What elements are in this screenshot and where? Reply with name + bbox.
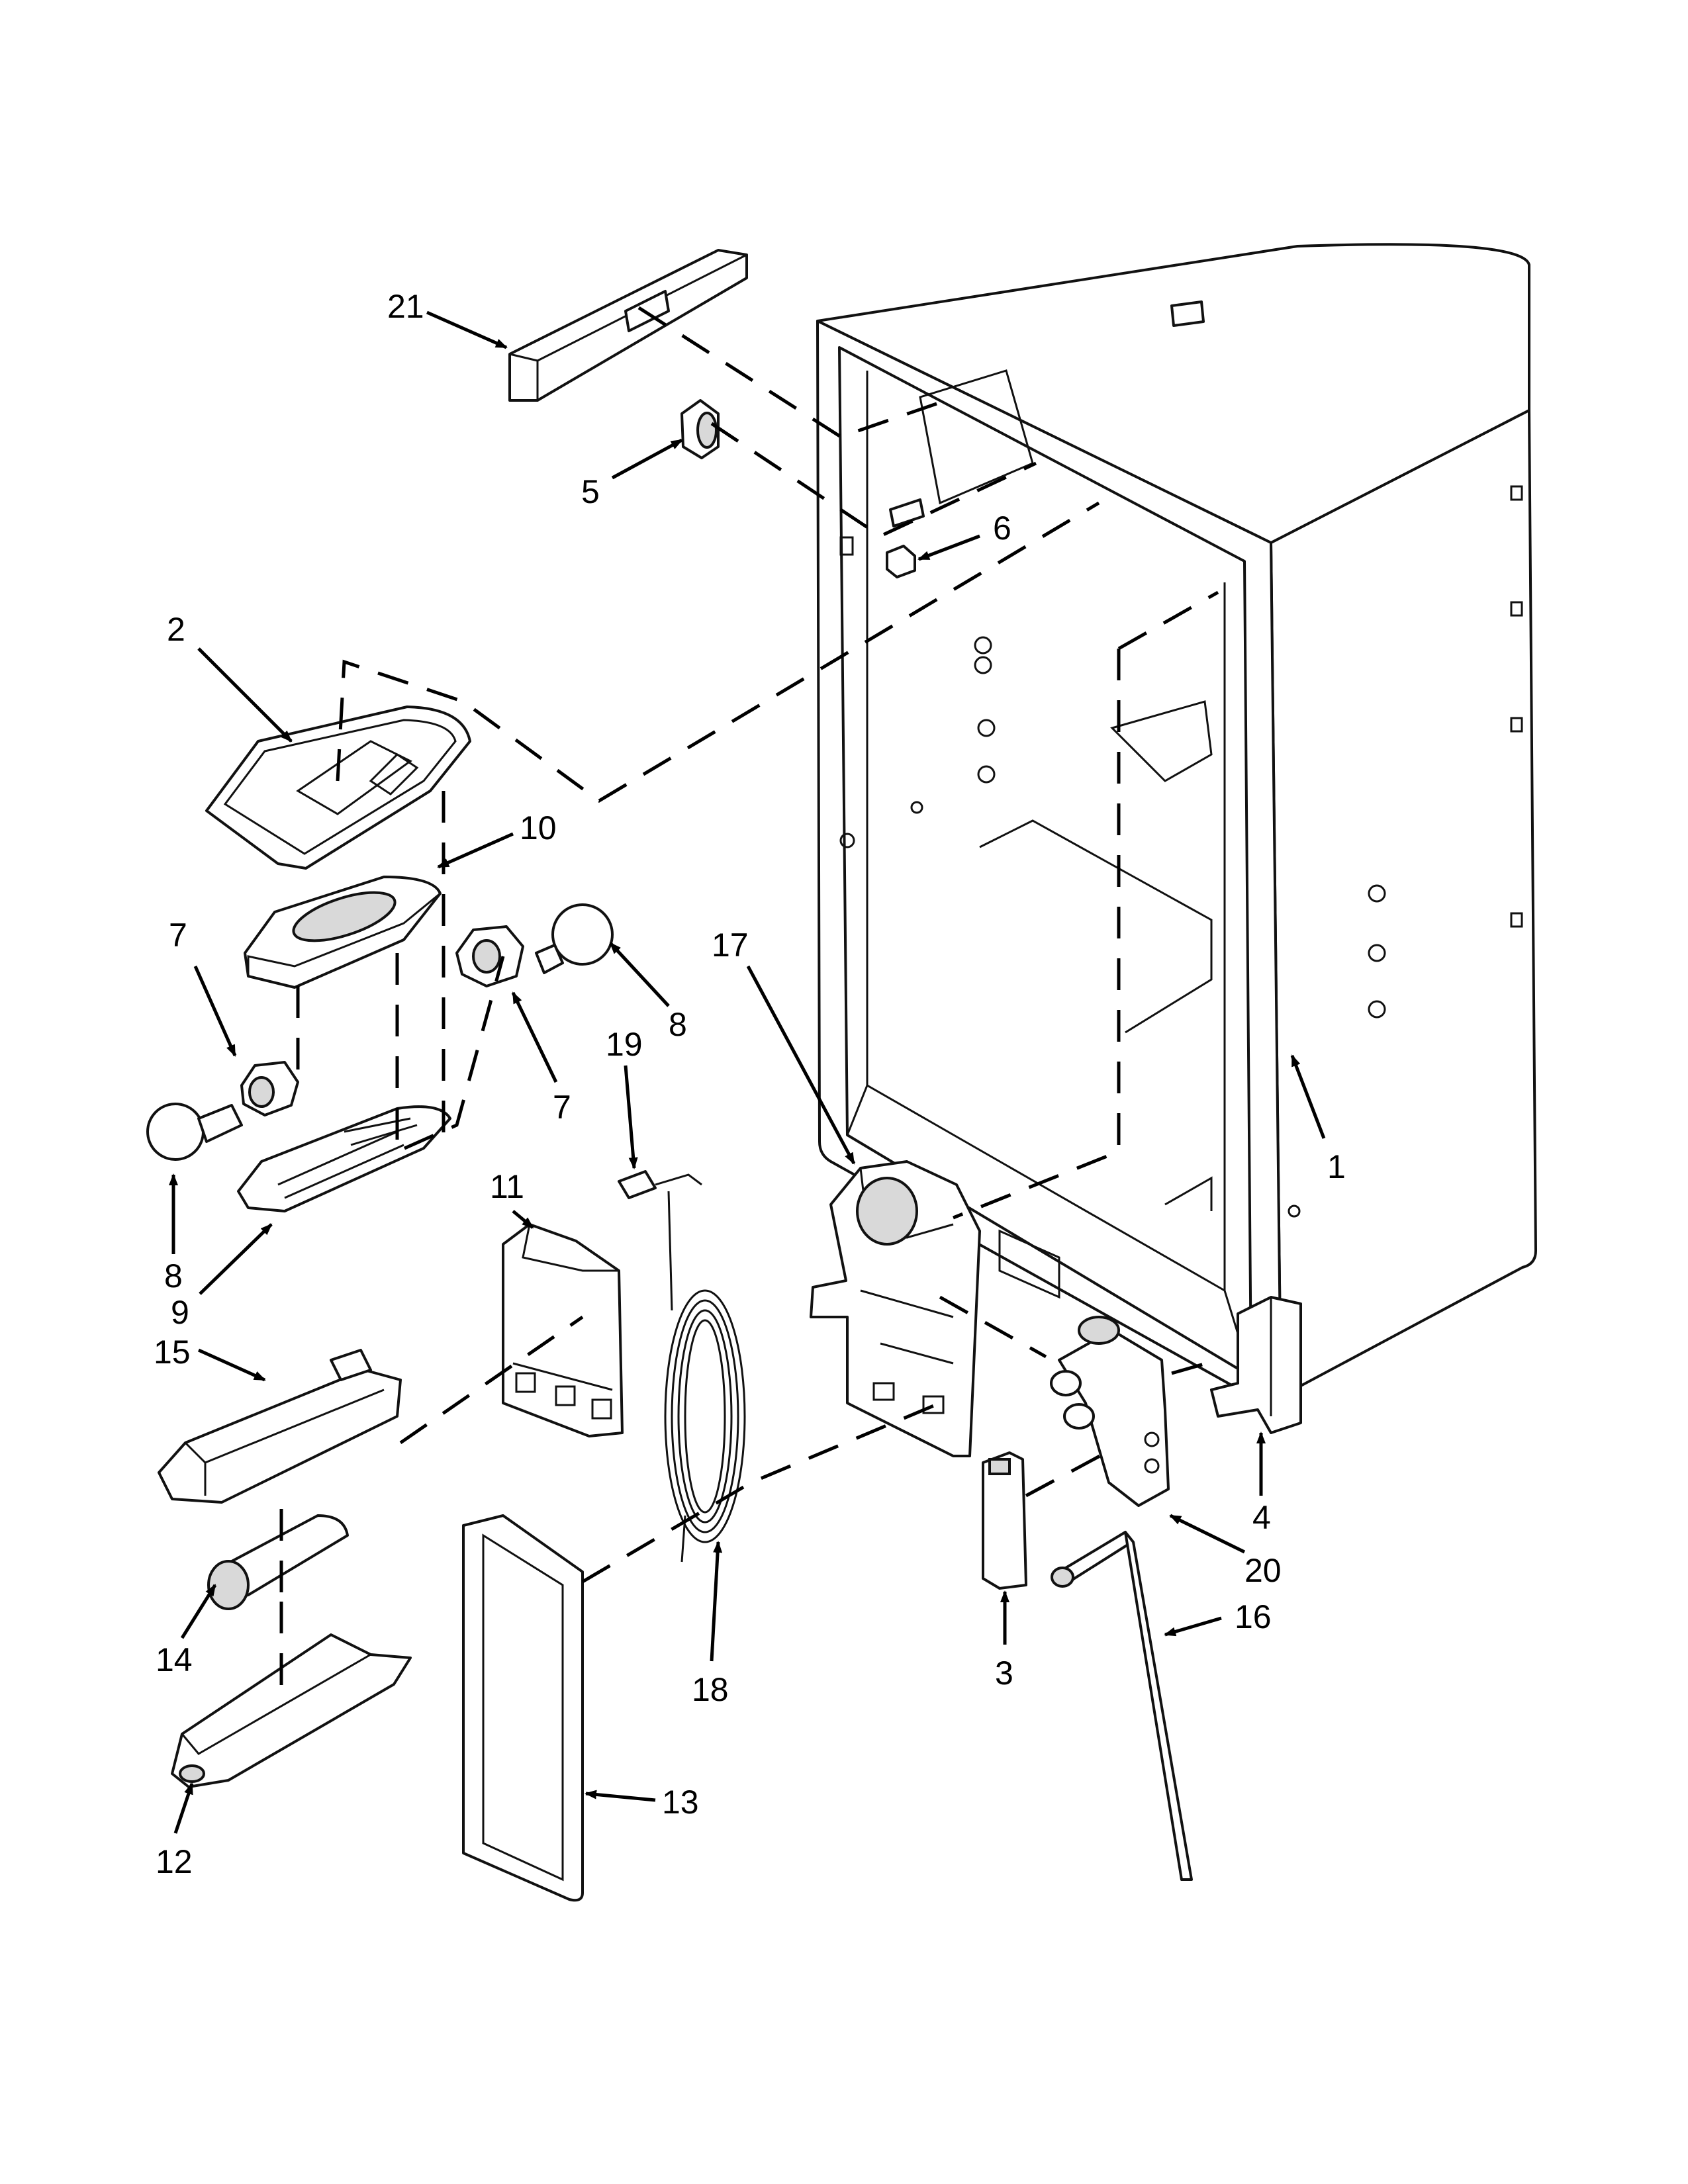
callout-4: 4	[1252, 1499, 1271, 1536]
part-20-water-valve	[1050, 1316, 1170, 1507]
callout-21: 21	[387, 288, 424, 325]
part-9-lens-cover	[237, 1105, 451, 1212]
part-14-water-filter	[207, 1514, 349, 1610]
callout-19: 19	[606, 1026, 643, 1063]
assembly-lines	[279, 306, 1219, 1694]
part-1-liner	[816, 243, 1537, 1406]
callout-13: 13	[662, 1784, 699, 1821]
part-16-inlet-tube	[1051, 1531, 1193, 1881]
callout-6: 6	[993, 510, 1011, 547]
part-7-socket-left	[240, 1061, 299, 1116]
part-2-housing-cover	[205, 705, 471, 870]
callout-1: 1	[1327, 1148, 1346, 1185]
part-17-valve-bracket	[810, 1160, 981, 1457]
part-18-tubing-coil	[664, 1289, 746, 1563]
part-3-valve-cover	[982, 1451, 1027, 1590]
part-15-filter-housing	[158, 1349, 402, 1504]
liner-side-panel	[1270, 409, 1537, 1398]
part-5-knob	[680, 399, 720, 459]
callout-3: 3	[995, 1655, 1013, 1692]
part-4-valve-bracket	[1210, 1296, 1302, 1434]
callout-10: 10	[520, 809, 557, 846]
callout-12: 12	[156, 1843, 193, 1880]
callout-labels: 21 5 6 2 10 7 7 8 8 9 17 19 11 1 15 4 20…	[154, 288, 1346, 1880]
callout-8-right: 8	[669, 1006, 687, 1043]
callout-7-left: 7	[169, 917, 187, 954]
callout-16: 16	[1235, 1598, 1272, 1635]
callout-11: 11	[490, 1168, 524, 1205]
part-12-filter-cover	[171, 1633, 412, 1788]
callout-14: 14	[156, 1641, 193, 1678]
leader-arrows	[169, 310, 1326, 1834]
callout-7-right: 7	[553, 1089, 571, 1126]
part-7-socket-right	[455, 925, 524, 987]
callout-2: 2	[167, 611, 185, 648]
liner-top-panel	[816, 243, 1530, 544]
callout-5: 5	[581, 473, 600, 510]
callout-20: 20	[1244, 1552, 1282, 1589]
part-10-lamp-housing	[244, 876, 442, 989]
callout-17: 17	[712, 927, 749, 964]
part-8-bulb-right	[535, 903, 614, 974]
part-6-clip	[886, 545, 916, 578]
callout-15: 15	[154, 1334, 191, 1371]
part-21-ramp	[508, 249, 748, 402]
callout-8-left: 8	[164, 1257, 183, 1295]
part-19-thermistor	[618, 1170, 702, 1311]
callout-9: 9	[171, 1294, 189, 1331]
part-8-bulb-left	[146, 1103, 243, 1161]
callout-18: 18	[692, 1671, 729, 1708]
part-11-filter-bracket	[502, 1223, 624, 1437]
part-13-door-panel	[462, 1514, 584, 1902]
